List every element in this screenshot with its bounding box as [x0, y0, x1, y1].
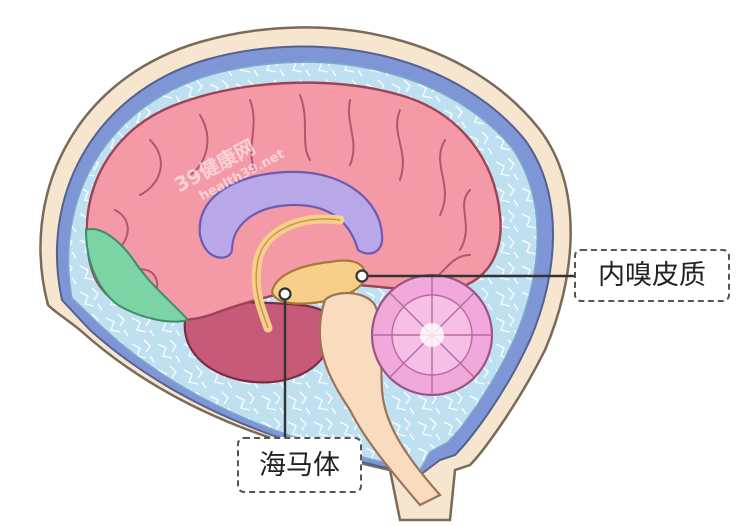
cerebellum: [370, 273, 494, 397]
occipital-region: [84, 228, 190, 323]
hippocampus-label: 海马体: [237, 437, 362, 493]
corpus-callosum: [198, 170, 384, 259]
entorhinal-marker: [355, 269, 369, 283]
hippocampus-marker: [278, 287, 292, 301]
entorhinal-cortex-label: 内嗅皮质: [574, 249, 730, 302]
brainstem: [318, 292, 442, 507]
